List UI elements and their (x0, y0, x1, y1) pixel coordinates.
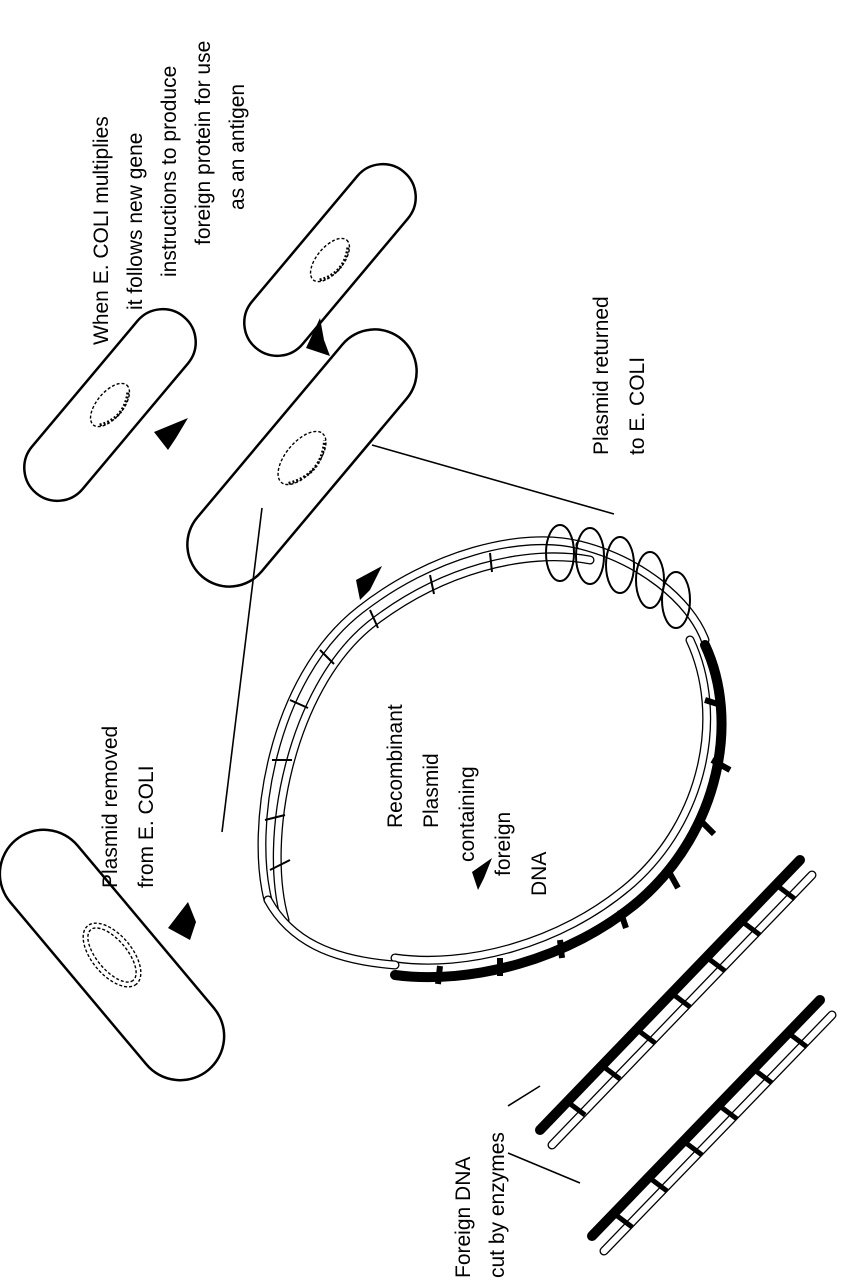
label-plasmid-removed: Plasmid removed from E. COLI (99, 720, 158, 888)
ecoli-cell-returned (170, 312, 434, 603)
label-recombinant-line-2: Plasmid (420, 753, 443, 828)
label-plasmid-returned: Plasmid returned to E. COLI (590, 290, 649, 455)
label-recombinant-line-4: foreign (492, 812, 515, 876)
arrow-to-daughter-1 (154, 418, 188, 450)
label-foreign-dna-line-1: Foreign DNA (452, 1157, 475, 1278)
label-ecoli-multiplies-line-3: instructions to produce (158, 66, 181, 277)
label-foreign-dna: Foreign DNA cut by enzymes (452, 1132, 509, 1278)
label-plasmid-removed-line-1: Plasmid removed (99, 726, 122, 888)
label-recombinant-plasmid: Recombinant Plasmid containing foreign D… (384, 698, 551, 896)
label-plasmid-returned-line-1: Plasmid returned (590, 296, 613, 455)
recombinant-plasmid (262, 525, 730, 984)
label-recombinant-line-3: containing (456, 766, 479, 862)
label-ecoli-multiplies: When E. COLI multiplies it follows new g… (90, 35, 249, 345)
label-ecoli-multiplies-line-1: When E. COLI multiplies (90, 116, 113, 345)
label-recombinant-line-1: Recombinant (384, 704, 407, 828)
label-plasmid-returned-line-2: to E. COLI (626, 357, 649, 455)
label-ecoli-multiplies-line-2: it follows new gene (124, 133, 147, 310)
label-ecoli-multiplies-line-4: foreign protein for use (192, 41, 215, 245)
label-recombinant-line-5: DNA (528, 852, 551, 896)
label-plasmid-removed-line-2: from E. COLI (135, 765, 158, 888)
foreign-dna-fragment-1 (540, 860, 812, 1145)
label-foreign-dna-line-2: cut by enzymes (486, 1132, 509, 1278)
arrow-to-plasmid (168, 902, 196, 940)
label-ecoli-multiplies-line-5: as an antigen (226, 84, 249, 210)
